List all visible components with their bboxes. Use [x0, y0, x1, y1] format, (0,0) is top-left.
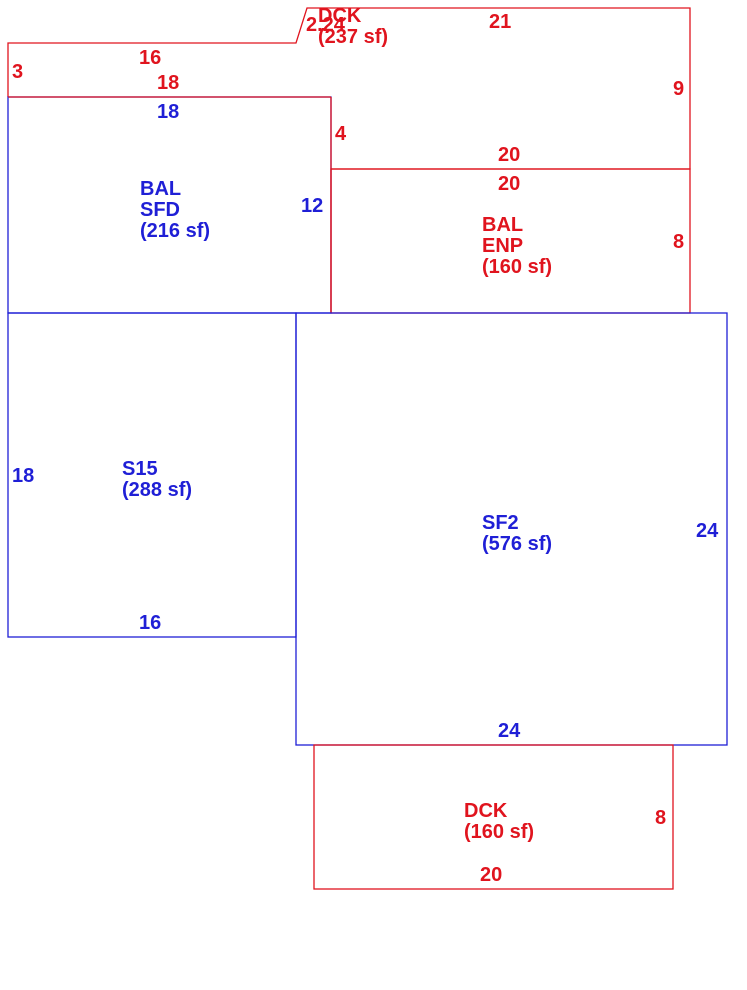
dim-bal-enp-right: 8: [673, 231, 684, 253]
dim-bal-sfd-right: 12: [301, 195, 323, 217]
dck-bottom-outline: [313, 744, 674, 890]
dim-sf2-right: 24: [696, 520, 719, 542]
bal-enp-area: (160 sf): [482, 256, 552, 278]
dim-bal-enp-top: 20: [498, 173, 520, 195]
dim-dck-top-diag: 2.24: [306, 14, 346, 36]
dim-dck-top-step: 4: [335, 123, 347, 145]
dim-bal-sfd-top: 18: [157, 101, 179, 123]
dck-bottom-area: (160 sf): [464, 821, 534, 843]
dim-s15-bottom: 16: [139, 612, 161, 634]
dim-sf2-bottom: 24: [498, 720, 521, 742]
dim-dck-bottom-right: 8: [655, 807, 666, 829]
dim-dck-top-left: 3: [12, 61, 23, 83]
dck-top-name: DCK: [318, 5, 362, 27]
s15-name: S15: [122, 458, 158, 480]
bal-enp-line1: BAL: [482, 214, 523, 236]
dim-dck-top-top: 21: [489, 11, 511, 33]
dim-dck-bottom-bottom: 20: [480, 864, 502, 886]
s15-area: (288 sf): [122, 479, 192, 501]
dim-dck-top-left-top: 16: [139, 47, 161, 69]
dck-bottom-name: DCK: [464, 800, 508, 822]
dim-dck-top-inner: 18: [157, 72, 179, 94]
bal-sfd-area: (216 sf): [140, 220, 210, 242]
dim-s15-left: 18: [12, 465, 34, 487]
bal-enp-line2: ENP: [482, 235, 523, 257]
dim-dck-top-right: 9: [673, 78, 684, 100]
dck-top-area: (237 sf): [318, 26, 388, 48]
dim-dck-top-bottom: 20: [498, 144, 520, 166]
sf2-name: SF2: [482, 512, 519, 534]
bal-sfd-line2: SFD: [140, 199, 180, 221]
sf2-area: (576 sf): [482, 533, 552, 555]
bal-sfd-line1: BAL: [140, 178, 181, 200]
